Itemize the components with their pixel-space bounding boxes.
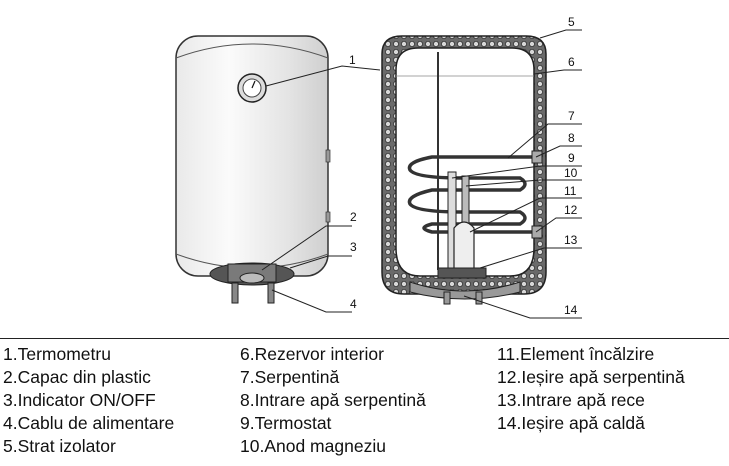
legend-item-8: 8.Intrare apă serpentină — [240, 390, 426, 410]
coil-outlet — [531, 225, 543, 239]
callout-2: 2 — [350, 210, 357, 224]
callout-12: 12 — [564, 203, 578, 217]
pipe-left — [231, 282, 239, 304]
callout-numbers: 1 2 3 4 5 6 7 8 9 10 11 12 13 14 — [349, 15, 578, 317]
legend-item-6: 6.Rezervor interior — [240, 344, 384, 364]
callout-3: 3 — [350, 240, 357, 254]
flange — [437, 267, 487, 279]
callout-6: 6 — [568, 55, 575, 69]
callout-9: 9 — [568, 151, 575, 165]
callout-4: 4 — [350, 297, 357, 311]
heating-element — [453, 221, 475, 270]
legend-item-4: 4.Cablu de alimentare — [3, 413, 175, 433]
callout-13: 13 — [564, 233, 578, 247]
callout-8: 8 — [568, 131, 575, 145]
legend-column-2: 6.Rezervor interior 7.Serpentină 8.Intra… — [240, 343, 426, 458]
callout-14: 14 — [564, 303, 578, 317]
legend-item-13: 13.Intrare apă rece — [497, 390, 645, 410]
coil-serpentine — [407, 155, 536, 234]
heater-exterior — [175, 35, 331, 304]
bottom-cover — [409, 281, 521, 300]
callout-7: 7 — [568, 109, 575, 123]
leader-lines — [261, 29, 582, 319]
legend-item-2: 2.Capac din plastic — [3, 367, 151, 387]
legend-item-10: 10.Anod magneziu — [240, 436, 386, 456]
pipe-right — [267, 282, 275, 304]
legend-item-5: 5.Strat izolator — [3, 436, 116, 456]
inner-tank — [395, 47, 535, 277]
legend-item-7: 7.Serpentină — [240, 367, 340, 387]
legend-item-1: 1.Termometru — [3, 344, 111, 364]
callout-11: 11 — [564, 184, 577, 198]
legend-divider — [0, 338, 729, 339]
callout-1: 1 — [349, 53, 356, 67]
legend-item-14: 14.Ieșire apă caldă — [497, 413, 645, 433]
thermometer-dial — [237, 73, 267, 103]
legend-item-12: 12.Ieșire apă serpentină — [497, 367, 685, 387]
legend-column-3: 11.Element încălzire 12.Ieșire apă serpe… — [497, 343, 685, 435]
plastic-cover — [209, 262, 295, 286]
water-heater-diagram: 1 2 3 4 5 6 7 8 9 10 11 12 13 14 — [175, 15, 582, 319]
legend-column-1: 1.Termometru 2.Capac din plastic 3.Indic… — [3, 343, 174, 458]
legend-item-3: 3.Indicator ON/OFF — [3, 390, 156, 410]
heater-cross-section — [381, 35, 547, 305]
callout-10: 10 — [564, 166, 578, 180]
callout-5: 5 — [568, 15, 575, 29]
legend-item-9: 9.Termostat — [240, 413, 332, 433]
legend-item-11: 11.Element încălzire — [497, 344, 655, 364]
